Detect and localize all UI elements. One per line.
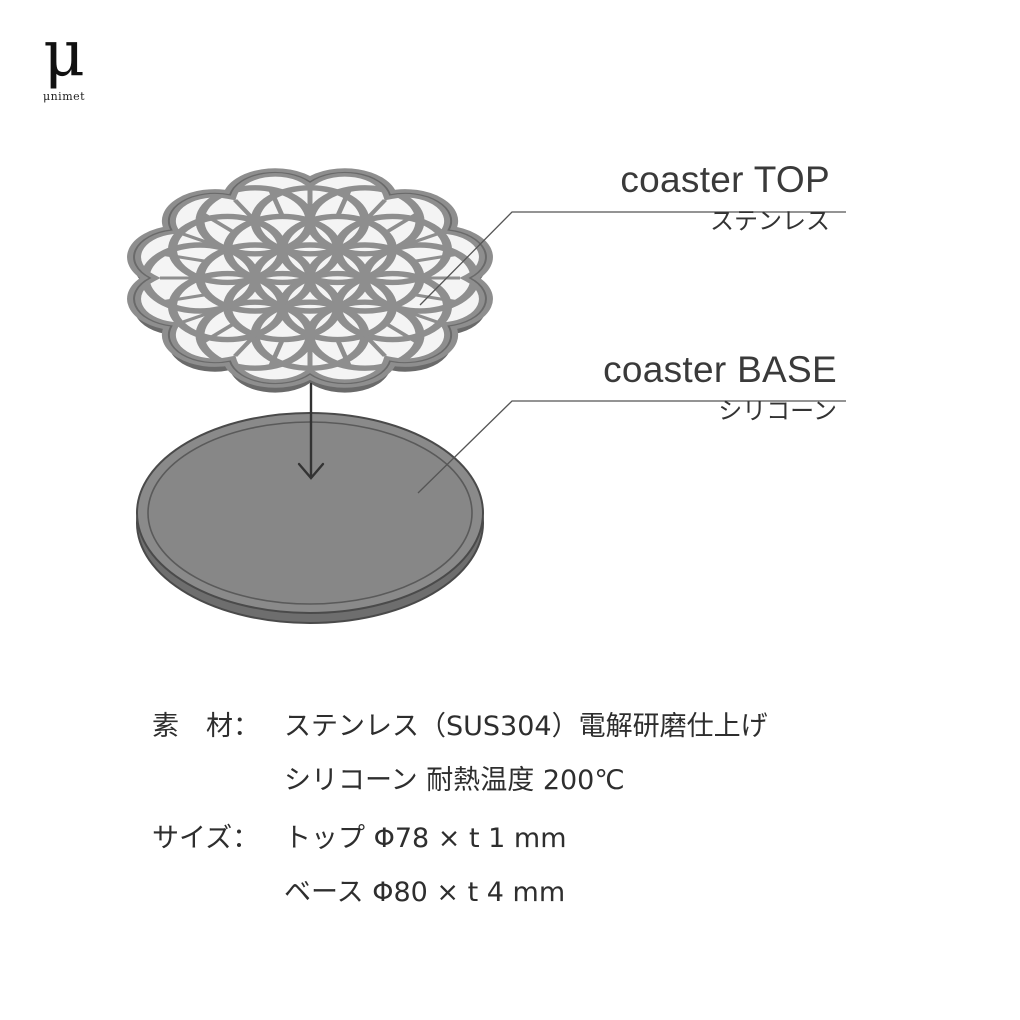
coaster-base-illustration [136,412,484,624]
brand-logo: μ μnimet [28,14,100,103]
spec-size: サイズ： トップ Φ78 × t 1 mm ベース Φ80 × t 4 mm [152,812,768,920]
label-coaster-base: coaster BASE シリコーン [603,348,837,426]
lattice-ring [305,185,425,257]
assembly-arrow [297,382,325,480]
spec-size-line: ベース Φ80 × t 4 mm [284,877,566,908]
label-base-material: シリコーン [718,397,837,425]
spec-list: 素 材： ステンレス（SUS304）電解研磨仕上げ シリコーン 耐熱温度 200… [152,700,768,920]
lattice-spoke [386,213,418,233]
lattice-spoke [336,190,352,215]
lattice-spoke [362,334,388,357]
label-top-title: coaster TOP [620,159,830,200]
lattice-spoke [164,253,205,263]
lattice-spoke [268,190,284,215]
top-rim [133,171,487,385]
coaster-top-illustration [127,168,493,393]
lattice-spoke [336,341,352,366]
lattice-ring [360,242,480,314]
lattice-spoke [268,341,284,366]
logo-wordmark: μnimet [42,90,86,103]
lattice-spoke [415,293,456,303]
lattice-spoke [415,253,456,263]
lattice-spoke [178,309,216,325]
spec-material: 素 材： ステンレス（SUS304）電解研磨仕上げ シリコーン 耐熱温度 200… [152,700,768,808]
lattice-spoke [202,323,234,343]
spec-material-line: ステンレス（SUS304）電解研磨仕上げ [284,711,768,742]
lattice-ring [140,242,260,314]
lattice-spoke [362,199,388,222]
spec-material-label: 素 材： [152,711,260,742]
top-lattice [140,185,480,371]
label-base-title: coaster BASE [603,349,837,390]
lattice-spoke [232,334,258,357]
lattice-spoke [404,231,442,247]
spec-size-label: サイズ： [152,823,260,854]
spec-size-line: トップ Φ78 × t 1 mm [284,823,567,854]
leader-base [417,400,846,494]
label-coaster-top: coaster TOP ステンレス [620,158,830,236]
lattice-spoke [178,231,216,247]
lattice-ring [195,299,315,371]
lattice-spoke [164,293,205,303]
lattice-spoke [232,199,258,222]
spec-material-line: シリコーン 耐熱温度 200℃ [284,765,625,796]
lattice-spoke [202,213,234,233]
lattice-spoke [404,309,442,325]
logo-mark: μ [43,17,85,91]
label-top-material: ステンレス [710,207,830,235]
leader-lines [417,211,846,494]
lattice-spoke [386,323,418,343]
leader-top [419,211,846,306]
